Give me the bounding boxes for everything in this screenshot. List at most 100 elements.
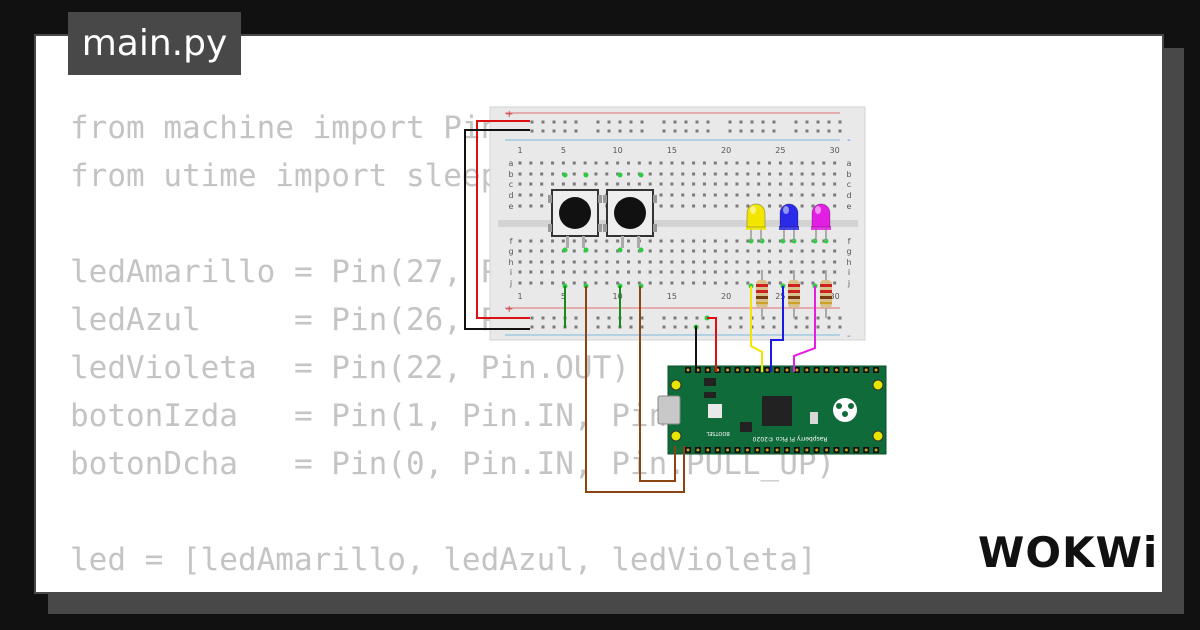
breadboard-hole [833, 161, 837, 165]
breadboard-row-letter: b [508, 170, 513, 179]
breadboard-hole [596, 120, 600, 124]
breadboard-column-number: 20 [721, 292, 731, 301]
breadboard-hole [648, 182, 652, 186]
breadboard-hole [659, 204, 663, 208]
breadboard-hole [724, 172, 728, 176]
breadboard-hole [563, 120, 567, 124]
breadboard-hole [816, 316, 820, 320]
pico-pin-pad [716, 448, 720, 452]
breadboard-hole [605, 239, 609, 243]
pushbutton-right[interactable] [603, 189, 657, 248]
breadboard-hole [583, 270, 587, 274]
breadboard-hole [838, 316, 842, 320]
breadboard-hole [616, 172, 620, 176]
breadboard-hole [616, 260, 620, 264]
breadboard-hole [572, 260, 576, 264]
breadboard-column-number: 1 [517, 146, 522, 155]
resistor-2 [788, 270, 800, 318]
rail-plus-top: + [505, 109, 513, 120]
breadboard-hole [596, 316, 600, 320]
breadboard-hole [794, 325, 798, 329]
breadboard-hole [724, 270, 728, 274]
breadboard-hole [706, 120, 710, 124]
breadboard-hole [572, 182, 576, 186]
breadboard-hole [605, 172, 609, 176]
led-yellow[interactable] [746, 203, 766, 241]
breadboard-hole [772, 129, 776, 133]
breadboard-hole [640, 316, 644, 320]
breadboard-hole [702, 204, 706, 208]
breadboard-hole [637, 260, 641, 264]
pushbutton-left[interactable] [548, 189, 602, 248]
breadboard-column-number: 10 [613, 146, 623, 155]
breadboard-hole [706, 129, 710, 133]
breadboard-hole [702, 260, 706, 264]
breadboard-hole [551, 270, 555, 274]
breadboard-hole [692, 260, 696, 264]
breadboard-hole [541, 129, 545, 133]
breadboard-hole [811, 260, 815, 264]
breadboard-hole [529, 260, 533, 264]
breadboard-hole [518, 161, 522, 165]
led-violet[interactable] [811, 203, 831, 241]
breadboard-hole [605, 161, 609, 165]
breadboard-hole [761, 129, 765, 133]
breadboard-hole [724, 281, 728, 285]
breadboard-hole [627, 172, 630, 176]
pico-pin-pad [696, 448, 700, 452]
breadboard-hole [670, 281, 674, 285]
breadboard-hole [605, 249, 609, 253]
raspberry-pi-pico[interactable]: Raspberry Pi Pico ©2020 BOOTSEL [657, 365, 887, 455]
breadboard-hole [670, 161, 674, 165]
breadboard-hole [822, 193, 826, 197]
breadboard-hole [735, 239, 739, 243]
breadboard-hole [772, 316, 776, 320]
breadboard-row-letter: c [509, 180, 513, 189]
pico-pin-pad [686, 368, 690, 372]
breadboard-column-number: 25 [775, 146, 785, 155]
breadboard-hole [822, 270, 826, 274]
breadboard-hole [594, 260, 598, 264]
breadboard-row-letter: h [846, 258, 851, 267]
breadboard-hole [640, 325, 644, 329]
breadboard-hole [551, 249, 555, 253]
breadboard-hole [778, 172, 782, 176]
breadboard-hole [594, 182, 598, 186]
breadboard-hole [724, 239, 728, 243]
breadboard-hole [530, 120, 534, 124]
breadboard-hole [827, 325, 831, 329]
breadboard-hole [827, 129, 831, 133]
breadboard-hole [805, 316, 809, 320]
breadboard-hole [789, 193, 793, 197]
breadboard-hole [594, 172, 598, 176]
breadboard-hole [529, 270, 533, 274]
breadboard-hole [757, 249, 761, 253]
breadboard-hole [541, 316, 545, 320]
breadboard-hole [662, 129, 666, 133]
wire-yellow [750, 286, 763, 372]
breadboard-hole [551, 161, 555, 165]
breadboard-hole [561, 239, 565, 243]
breadboard-hole [659, 193, 663, 197]
breadboard-hole [822, 249, 826, 253]
breadboard-hole [789, 161, 793, 165]
breadboard-hole [735, 270, 739, 274]
breadboard-hole [772, 325, 776, 329]
breadboard-hole [816, 129, 820, 133]
breadboard-hole [724, 204, 728, 208]
breadboard-hole [750, 129, 754, 133]
breadboard-hole [833, 281, 837, 285]
led-blue[interactable] [779, 203, 799, 241]
breadboard-hole [552, 120, 556, 124]
breadboard-hole [574, 325, 578, 329]
pico-pin-pad [874, 448, 878, 452]
breadboard-hole [561, 281, 565, 285]
breadboard-hole [757, 239, 761, 243]
breadboard-hole [594, 249, 598, 253]
breadboard-hole [761, 325, 765, 329]
file-tab[interactable]: main.py [68, 12, 241, 75]
breadboard-hole [713, 204, 717, 208]
breadboard-hole [713, 239, 717, 243]
breadboard-hole [637, 270, 641, 274]
breadboard-hole [692, 161, 696, 165]
